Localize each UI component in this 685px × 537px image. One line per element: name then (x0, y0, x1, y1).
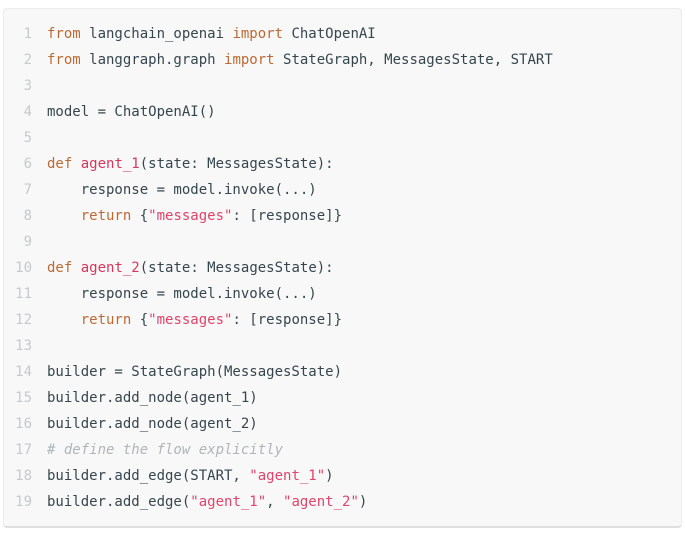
token-txt: (state: MessagesState): (139, 156, 334, 172)
code-line: 13 (4, 333, 671, 359)
token-kw: return (47, 312, 132, 328)
code-text: response = model.invoke(...) (47, 177, 317, 203)
code-line: 3 (4, 73, 671, 99)
token-txt: builder.add_node(agent_2) (47, 416, 258, 432)
line-number: 6 (23, 156, 32, 172)
token-txt: , (266, 494, 284, 510)
code-line: 9 (4, 229, 671, 255)
token-txt: builder = StateGraph(MessagesState) (47, 364, 343, 380)
line-number: 15 (15, 390, 32, 406)
token-txt: builder.add_node(agent_1) (47, 390, 258, 406)
line-number: 5 (23, 130, 32, 146)
token-com: # define the flow explicitly (47, 442, 284, 458)
line-number: 14 (15, 364, 32, 380)
code-text: builder.add_edge(START, "agent_1") (47, 463, 334, 489)
token-kw: def (47, 156, 73, 172)
code-line: 17 # define the flow explicitly (4, 437, 671, 463)
token-txt (72, 156, 80, 172)
line-number: 10 (15, 260, 32, 276)
code-line: 1 from langchain_openai import ChatOpenAI (4, 21, 671, 47)
token-str: "messages" (148, 312, 233, 328)
token-txt: response = model.invoke(...) (47, 182, 317, 198)
token-kw: from (47, 52, 81, 68)
line-number: 9 (23, 234, 32, 250)
token-txt: (state: MessagesState): (139, 260, 334, 276)
line-number: 12 (15, 312, 32, 328)
code-text: return {"messages": [response]} (47, 307, 342, 333)
code-text (47, 125, 55, 151)
code-line: 6 def agent_1(state: MessagesState): (4, 151, 671, 177)
code-text: return {"messages": [response]} (47, 203, 342, 229)
token-kw: def (47, 260, 73, 276)
code-text (47, 333, 55, 359)
code-line: 14 builder = StateGraph(MessagesState) (4, 359, 671, 385)
code-line: 18 builder.add_edge(START, "agent_1") (4, 463, 671, 489)
token-txt: : [response]} (232, 312, 343, 328)
code-text (47, 229, 55, 255)
code-lines: 1 from langchain_openai import ChatOpenAI… (4, 21, 671, 515)
line-number: 16 (15, 416, 32, 432)
code-line: 12 return {"messages": [response]} (4, 307, 671, 333)
line-number: 2 (23, 52, 32, 68)
token-str: "agent_1" (190, 494, 267, 510)
code-line: 8 return {"messages": [response]} (4, 203, 671, 229)
token-txt: ChatOpenAI (283, 26, 376, 42)
token-kw: return (47, 208, 132, 224)
token-kw: import (232, 26, 284, 42)
line-number: 7 (23, 182, 32, 198)
code-text: def agent_2(state: MessagesState): (47, 255, 334, 281)
token-txt: ) (358, 494, 368, 510)
code-text: builder.add_node(agent_2) (47, 411, 258, 437)
code-text: builder.add_node(agent_1) (47, 385, 258, 411)
code-text: def agent_1(state: MessagesState): (47, 151, 334, 177)
line-number: 1 (23, 26, 32, 42)
code-line: 4 model = ChatOpenAI() (4, 99, 671, 125)
code-text (47, 73, 55, 99)
token-fn: agent_1 (80, 156, 140, 172)
token-txt: builder.add_edge( (47, 494, 191, 510)
line-number: 13 (15, 338, 32, 354)
code-text: builder.add_edge("agent_1", "agent_2") (47, 489, 367, 515)
token-kw: from (47, 26, 81, 42)
token-txt: builder.add_edge(START, (47, 468, 250, 484)
token-txt: { (131, 208, 149, 224)
token-str: "agent_1" (249, 468, 326, 484)
code-line: 16 builder.add_node(agent_2) (4, 411, 671, 437)
line-number: 19 (15, 494, 32, 510)
token-txt: model = ChatOpenAI() (47, 104, 216, 120)
token-txt: : [response]} (232, 208, 343, 224)
code-line: 11 response = model.invoke(...) (4, 281, 671, 307)
code-line: 15 builder.add_node(agent_1) (4, 385, 671, 411)
token-str: "messages" (148, 208, 233, 224)
line-number: 11 (15, 286, 32, 302)
token-txt: langgraph.graph (80, 52, 225, 68)
code-text: builder = StateGraph(MessagesState) (47, 359, 342, 385)
code-text: from langgraph.graph import StateGraph, … (47, 47, 553, 73)
token-txt: StateGraph, MessagesState, START (274, 52, 553, 68)
code-line: 19 builder.add_edge("agent_1", "agent_2") (4, 489, 671, 515)
token-str: "agent_2" (283, 494, 359, 510)
code-block: 1 from langchain_openai import ChatOpenAI… (3, 8, 682, 528)
code-text: model = ChatOpenAI() (47, 99, 216, 125)
token-kw: import (224, 52, 275, 68)
line-number: 18 (15, 468, 32, 484)
code-text: # define the flow explicitly (47, 437, 283, 463)
code-text: response = model.invoke(...) (47, 281, 317, 307)
code-text: from langchain_openai import ChatOpenAI (47, 21, 376, 47)
line-number: 3 (23, 78, 32, 94)
token-fn: agent_2 (80, 260, 140, 276)
code-line: 2 from langgraph.graph import StateGraph,… (4, 47, 671, 73)
token-txt: { (131, 312, 149, 328)
line-number: 4 (23, 104, 32, 120)
code-line: 10 def agent_2(state: MessagesState): (4, 255, 671, 281)
line-number: 8 (23, 208, 32, 224)
code-line: 7 response = model.invoke(...) (4, 177, 671, 203)
code-line: 5 (4, 125, 671, 151)
token-txt: langchain_openai (80, 26, 233, 42)
line-number: 17 (15, 442, 32, 458)
token-txt: ) (325, 468, 334, 484)
token-txt (72, 260, 80, 276)
token-txt: response = model.invoke(...) (47, 286, 317, 302)
